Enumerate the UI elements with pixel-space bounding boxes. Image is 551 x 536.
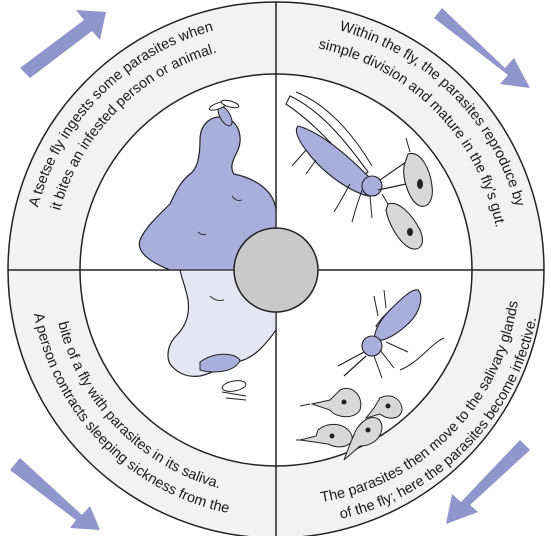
center-disc (234, 228, 318, 312)
arrow-up-right-icon (20, 10, 106, 78)
arrow-up-left-icon (10, 458, 100, 530)
